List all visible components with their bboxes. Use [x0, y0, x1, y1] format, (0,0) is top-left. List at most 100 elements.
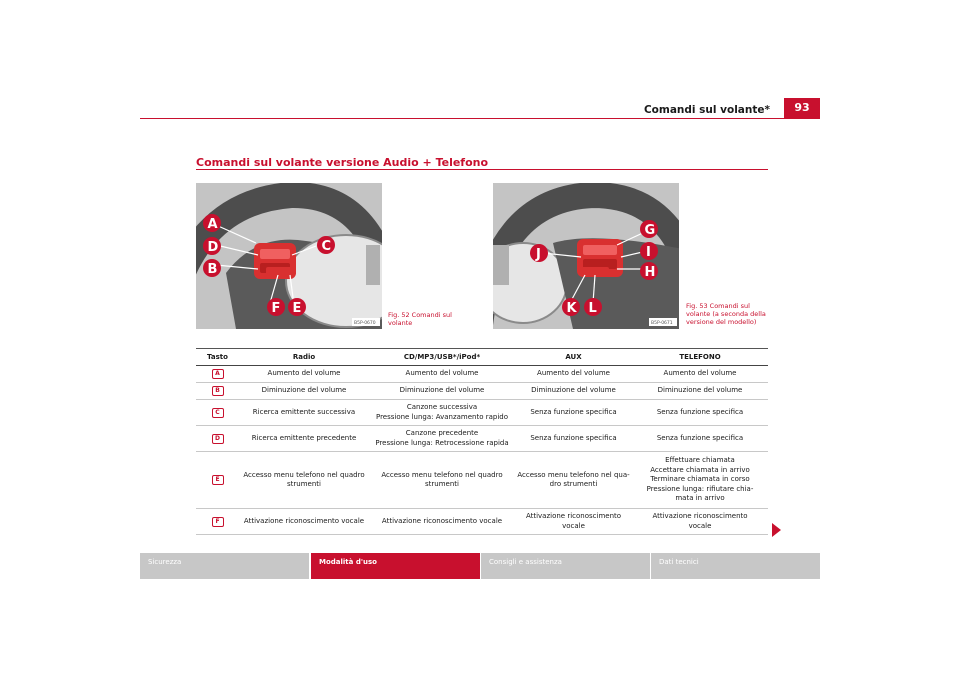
table-cell: Senza funzione specifica [515, 425, 632, 452]
table-row: B Diminuzione del volume Diminuzione del v… [196, 382, 768, 400]
key-badge: F [211, 516, 224, 527]
table-cell: Aumento del volume [515, 365, 632, 383]
header-rule [140, 118, 820, 119]
steering-wheel-illustration: A D B C F E B5P-0670 [196, 183, 382, 329]
cell-text-line: Terminare chiamata in corso [650, 475, 750, 484]
controls-function-table: Tasto Radio CD/MP3/USB*/iPod* AUX TELEFO… [196, 348, 768, 535]
footer-tab-3[interactable]: Dati tecnici [651, 553, 820, 579]
cell-text-line: Accettare chiamata in arrivo [650, 465, 750, 474]
fig53-caption-line: Fig. 53 Comandi sul [686, 302, 750, 310]
fig53-caption-line: volante (a seconda della [686, 310, 766, 318]
cell-text-line: Diminuzione del volume [531, 386, 616, 395]
table-cell: Ricerca emittente successiva [239, 399, 369, 426]
key-cell: B [196, 382, 239, 400]
table-cell: Attivazione riconoscimento vocale [369, 508, 515, 535]
table-cell: Diminuzione del volume [239, 382, 369, 400]
cell-text-line: Attivazione riconoscimento [525, 512, 622, 520]
footer-tab-1[interactable]: Modalità d'uso [311, 553, 480, 579]
key-badge: B [211, 386, 224, 396]
cell-text-line: Aumento del volume [405, 369, 479, 378]
fig53-label-g: G [645, 223, 656, 238]
cell-text-line: vocale [688, 521, 712, 530]
key-cell: A [196, 365, 239, 383]
figure-steering-wheel-audio-phone: A D B C F E B5P-0670 [196, 183, 382, 329]
fig53-code: B5P-0671 [651, 320, 673, 326]
cell-text-line: Canzone successiva [406, 403, 478, 411]
cell-text-line: Aumento del volume [663, 369, 737, 378]
table-cell: Aumento del volume [632, 365, 768, 383]
fig52-caption-line: Fig. 52 Comandi sul [388, 311, 452, 319]
cell-text-line: Senza funzione specifica [530, 433, 617, 442]
column-header-tasto: Tasto [196, 348, 239, 366]
key-cell: F [196, 508, 239, 535]
section-rule [196, 169, 768, 170]
cell-text-line: Aumento del volume [537, 369, 610, 378]
figure-steering-wheel-optional: G J I H K L B5P-0671 [493, 183, 679, 329]
footer-tab-2[interactable]: Consigli e assistenza [481, 553, 650, 579]
cell-text-line: Pressione lunga: Avanzamento rapido [375, 412, 509, 421]
fig52-label-f: F [272, 301, 281, 316]
cell-text-line: Canzone precedente [405, 429, 479, 437]
table-cell: Diminuzione del volume [632, 382, 768, 400]
table-cell: Senza funzione specifica [632, 399, 768, 426]
key-badge: C [211, 407, 224, 418]
column-header-cd: CD/MP3/USB*/iPod* [369, 348, 515, 366]
cell-text-line: Pressione lunga: Retrocessione rapida [375, 438, 509, 447]
cell-text-line: Accesso menu telefono nel qua- [517, 470, 630, 479]
cell-text-line: Attivazione riconoscimento vocale [381, 516, 503, 525]
table-row: A Aumento del volume Aumento del volume Aum… [196, 365, 768, 383]
fig52-label-d: D [208, 240, 219, 255]
cell-text-line: Effettuare chiamata [665, 456, 735, 465]
column-header-aux: AUX [515, 348, 632, 366]
cell-text-line: Diminuzione del volume [261, 386, 347, 395]
key-badge: E [211, 475, 224, 485]
column-header-radio: Radio [239, 348, 369, 366]
fig52-label-a: A [208, 217, 218, 232]
cell-text-line: strumenti [287, 480, 321, 488]
cell-text-line: Attivazione riconoscimento vocale [243, 516, 365, 525]
fig53-label-j: J [535, 247, 541, 262]
fig53-caption-line: versione del modello) [686, 318, 757, 326]
table-row: D Ricerca emittente precedente Canzone pre… [196, 425, 768, 452]
table-cell: Senza funzione specifica [515, 399, 632, 426]
cell-text-line: Accesso menu telefono nel quadro [243, 470, 365, 479]
fig53-label-k: K [567, 301, 578, 316]
fig52-label-c: C [322, 239, 332, 254]
table-cell: Attivazione riconoscimento vocale [239, 508, 369, 535]
key-cell: D [196, 425, 239, 452]
table-cell: Ricerca emittente precedente [239, 425, 369, 452]
cell-text-line: dro strumenti [549, 480, 598, 488]
cell-text-line: Aumento del volume [267, 369, 341, 378]
cell-text-line: Ricerca emittente precedente [251, 433, 357, 442]
cell-text-line: Attivazione riconoscimento [652, 512, 748, 520]
footer-tab-0[interactable]: Sicurezza [140, 553, 309, 579]
cell-text-line: Senza funzione specifica [530, 407, 617, 416]
cell-text-line: vocale [562, 521, 585, 530]
table-row: C Ricerca emittente successiva Canzone suc… [196, 399, 768, 426]
cell-text-line: Ricerca emittente successiva [252, 407, 356, 416]
table-cell: Aumento del volume [239, 365, 369, 383]
fig53-caption: Fig. 53 Comandi sul volante (a seconda d… [686, 302, 766, 326]
cell-text-line: Senza funzione specifica [656, 407, 744, 416]
fig52-label-b: B [208, 262, 218, 277]
cell-text-line: mata in arrivo [675, 494, 725, 503]
fig53-label-i: I [646, 245, 651, 260]
column-header-telefono: TELEFONO [632, 348, 768, 366]
fig52-caption-line: volante [388, 319, 413, 327]
cell-text-line: Diminuzione del volume [399, 386, 485, 395]
fig53-label-h: H [645, 265, 656, 280]
section-title: Comandi sul volante versione Audio + Tel… [196, 156, 489, 169]
table-cell: Aumento del volume [369, 365, 515, 383]
steering-wheel-illustration: G J I H K L B5P-0671 [493, 183, 679, 329]
fig52-caption: Fig. 52 Comandi sul volante [388, 311, 452, 327]
cell-text-line: Accesso menu telefono nel quadro [381, 470, 503, 479]
cell-text-line: Diminuzione del volume [657, 386, 743, 395]
